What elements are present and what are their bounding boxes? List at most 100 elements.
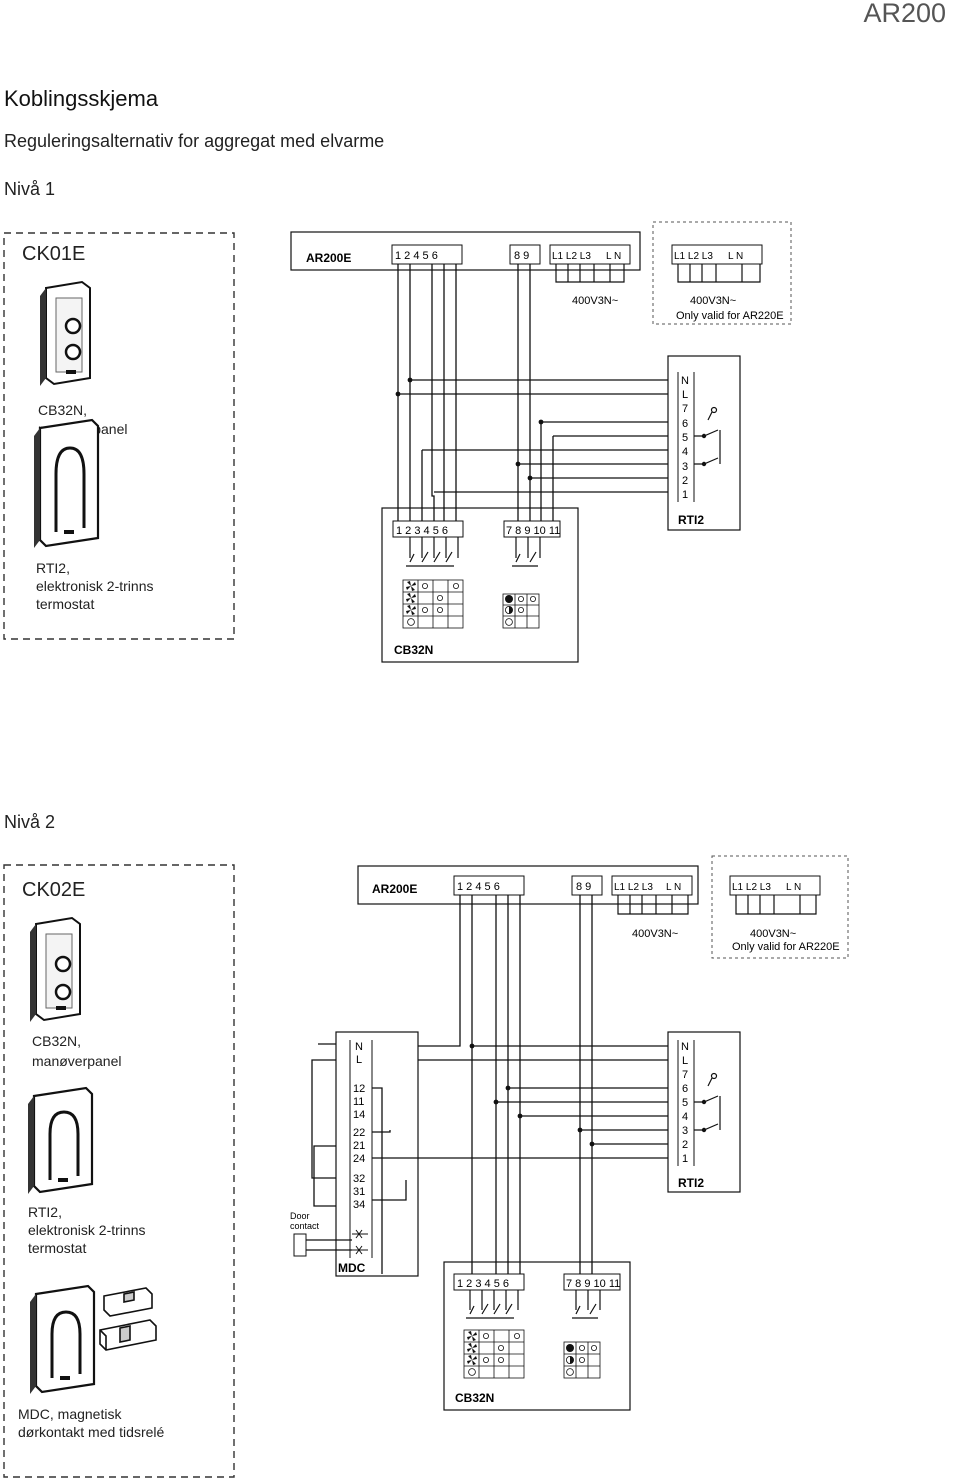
level1-rti2-box	[667, 355, 741, 531]
level2-unit-terms-b: 8 9	[576, 881, 591, 893]
level2-wire-junctions	[469, 1043, 595, 1147]
level2-unit-terms-a: 1 2 4 5 6	[457, 881, 500, 893]
svg-text:L: L	[682, 1055, 688, 1067]
half-circle-icon	[566, 1356, 575, 1365]
level1-unit-terms-b: 8 9	[514, 250, 529, 262]
level2-panel-caption-2: manøverpanel	[32, 1053, 122, 1069]
svg-text:N: N	[355, 1041, 363, 1053]
svg-text:6: 6	[682, 418, 688, 430]
open-circle-icon	[505, 618, 513, 626]
level1-wire-junctions	[395, 377, 544, 481]
level2-kit-frame	[3, 864, 235, 1478]
level1-unit-terms-c: L1 L2 L3	[552, 251, 591, 262]
level2-supply-main: 400V3N~	[632, 928, 678, 940]
level1-supply-main: 400V3N~	[572, 295, 618, 307]
svg-text:5: 5	[682, 1097, 688, 1109]
level1-cb-terms-a: 1 2 3 4 5 6	[396, 525, 448, 537]
level1-supply-aux: 400V3N~	[690, 295, 736, 307]
level2-cb32n-box	[443, 1261, 631, 1411]
svg-text:1: 1	[682, 489, 688, 501]
svg-text:22: 22	[353, 1127, 365, 1139]
level1-aux-frame	[652, 221, 792, 325]
level2-kit-name: CK02E	[22, 879, 86, 901]
level1-kit-frame	[3, 232, 235, 640]
level2-wires	[311, 895, 668, 1274]
svg-text:3: 3	[682, 461, 688, 473]
svg-text:L: L	[356, 1054, 362, 1066]
level2-door-contact	[293, 1233, 307, 1257]
page-title: Koblingsskjema	[4, 86, 159, 111]
svg-text:2: 2	[682, 1139, 688, 1151]
level1-aux-terms-c: L1 L2 L3	[674, 251, 713, 262]
level1-cb32n-switches	[406, 537, 541, 567]
level1-rti2-terminals: N L 7 6 5 4 3 2 1	[681, 375, 689, 501]
level2-mdc-label: MDC	[338, 1261, 366, 1275]
level1-cb-terms-b: 7 8 9 10 11	[506, 525, 560, 537]
half-circle-icon	[504, 606, 513, 615]
level2-heading: Nivå 2	[4, 812, 56, 832]
level2-thermo-caption-1: RTI2,	[28, 1204, 62, 1220]
level2-ar200e-box	[357, 865, 699, 905]
level2-unit-terms-d: L N	[666, 882, 681, 893]
open-circle-icon	[566, 1368, 574, 1376]
svg-text:32: 32	[353, 1173, 365, 1185]
svg-text:1: 1	[682, 1153, 688, 1165]
level2-aux-terms-c: L1 L2 L3	[732, 882, 771, 893]
level2-mdc-caption-2: dørkontakt med tidsrelé	[18, 1424, 165, 1440]
level2-cb32n-label: CB32N	[455, 1391, 494, 1405]
level2-mdc-door-terminals	[352, 1229, 368, 1255]
svg-text:N: N	[681, 375, 689, 387]
level2-cb32n-switches	[466, 1290, 601, 1319]
svg-text:4: 4	[682, 1111, 688, 1123]
level1-thermo-caption-1: RTI2,	[36, 560, 70, 576]
svg-text:N: N	[681, 1041, 689, 1053]
brand-title: AR200	[863, 0, 946, 28]
level2-rti2-box	[667, 1031, 741, 1193]
filled-circle-icon	[505, 595, 513, 603]
level1-cb32n-label: CB32N	[394, 643, 433, 657]
level1-rti2-label: RTI2	[678, 513, 704, 527]
level2-cb32n-grid-right	[563, 1341, 601, 1379]
level2-thermo-caption-2: elektronisk 2-trinns	[28, 1222, 146, 1238]
level1-panel-image	[40, 280, 91, 386]
svg-text:14: 14	[353, 1109, 365, 1121]
svg-text:6: 6	[682, 1083, 688, 1095]
level2-thermo-caption-3: termostat	[28, 1240, 87, 1256]
level2-mdc-caption-1: MDC, magnetisk	[18, 1406, 122, 1422]
svg-text:7: 7	[682, 403, 688, 415]
level2-aux-terms-d: L N	[786, 882, 801, 893]
svg-text:4: 4	[682, 446, 688, 458]
svg-text:31: 31	[353, 1186, 365, 1198]
level1-thermo-caption-3: termostat	[36, 596, 95, 612]
svg-text:3: 3	[682, 1125, 688, 1137]
level1-unit-terms-a: 1 2 4 5 6	[395, 250, 438, 262]
level2-ar200e-label: AR200E	[372, 882, 417, 896]
level2-unit-terms-c: L1 L2 L3	[614, 882, 653, 893]
level1-thermostat-image	[34, 418, 100, 548]
svg-text:24: 24	[353, 1153, 365, 1165]
svg-text:L: L	[682, 389, 688, 401]
level2-panel-image	[30, 916, 81, 1022]
level1-panel-caption-1: CB32N,	[38, 402, 88, 418]
level1-aux-terms-d: L N	[728, 251, 743, 262]
level1-heading: Nivå 1	[4, 179, 56, 199]
level2-supply-aux-note: Only valid for AR220E	[732, 941, 840, 953]
level1-cb32n-grid-right	[502, 593, 540, 629]
level1-kit-name: CK01E	[22, 243, 86, 265]
svg-text:21: 21	[353, 1140, 365, 1152]
level2-thermostat-image-2	[30, 1284, 96, 1394]
level2-cb-terms-b: 7 8 9 10 11	[566, 1278, 620, 1290]
level1-ar200e-label: AR200E	[306, 251, 351, 265]
level1-supply-wires	[555, 264, 761, 283]
filled-circle-icon	[566, 1344, 574, 1352]
svg-text:12: 12	[353, 1083, 365, 1095]
level2-supply-aux: 400V3N~	[750, 928, 796, 940]
level2-door-wires	[306, 1239, 352, 1251]
level1-supply-aux-note: Only valid for AR220E	[676, 310, 784, 322]
level2-rti2-terminals: N L 7 6 5 4 3 2 1	[681, 1041, 689, 1165]
level2-cb32n-grid-left	[463, 1329, 525, 1379]
level2-panel-caption-1: CB32N,	[32, 1033, 82, 1049]
page-subtitle: Reguleringsalternativ for aggregat med e…	[4, 131, 385, 151]
level2-mdc-image	[99, 1287, 157, 1351]
